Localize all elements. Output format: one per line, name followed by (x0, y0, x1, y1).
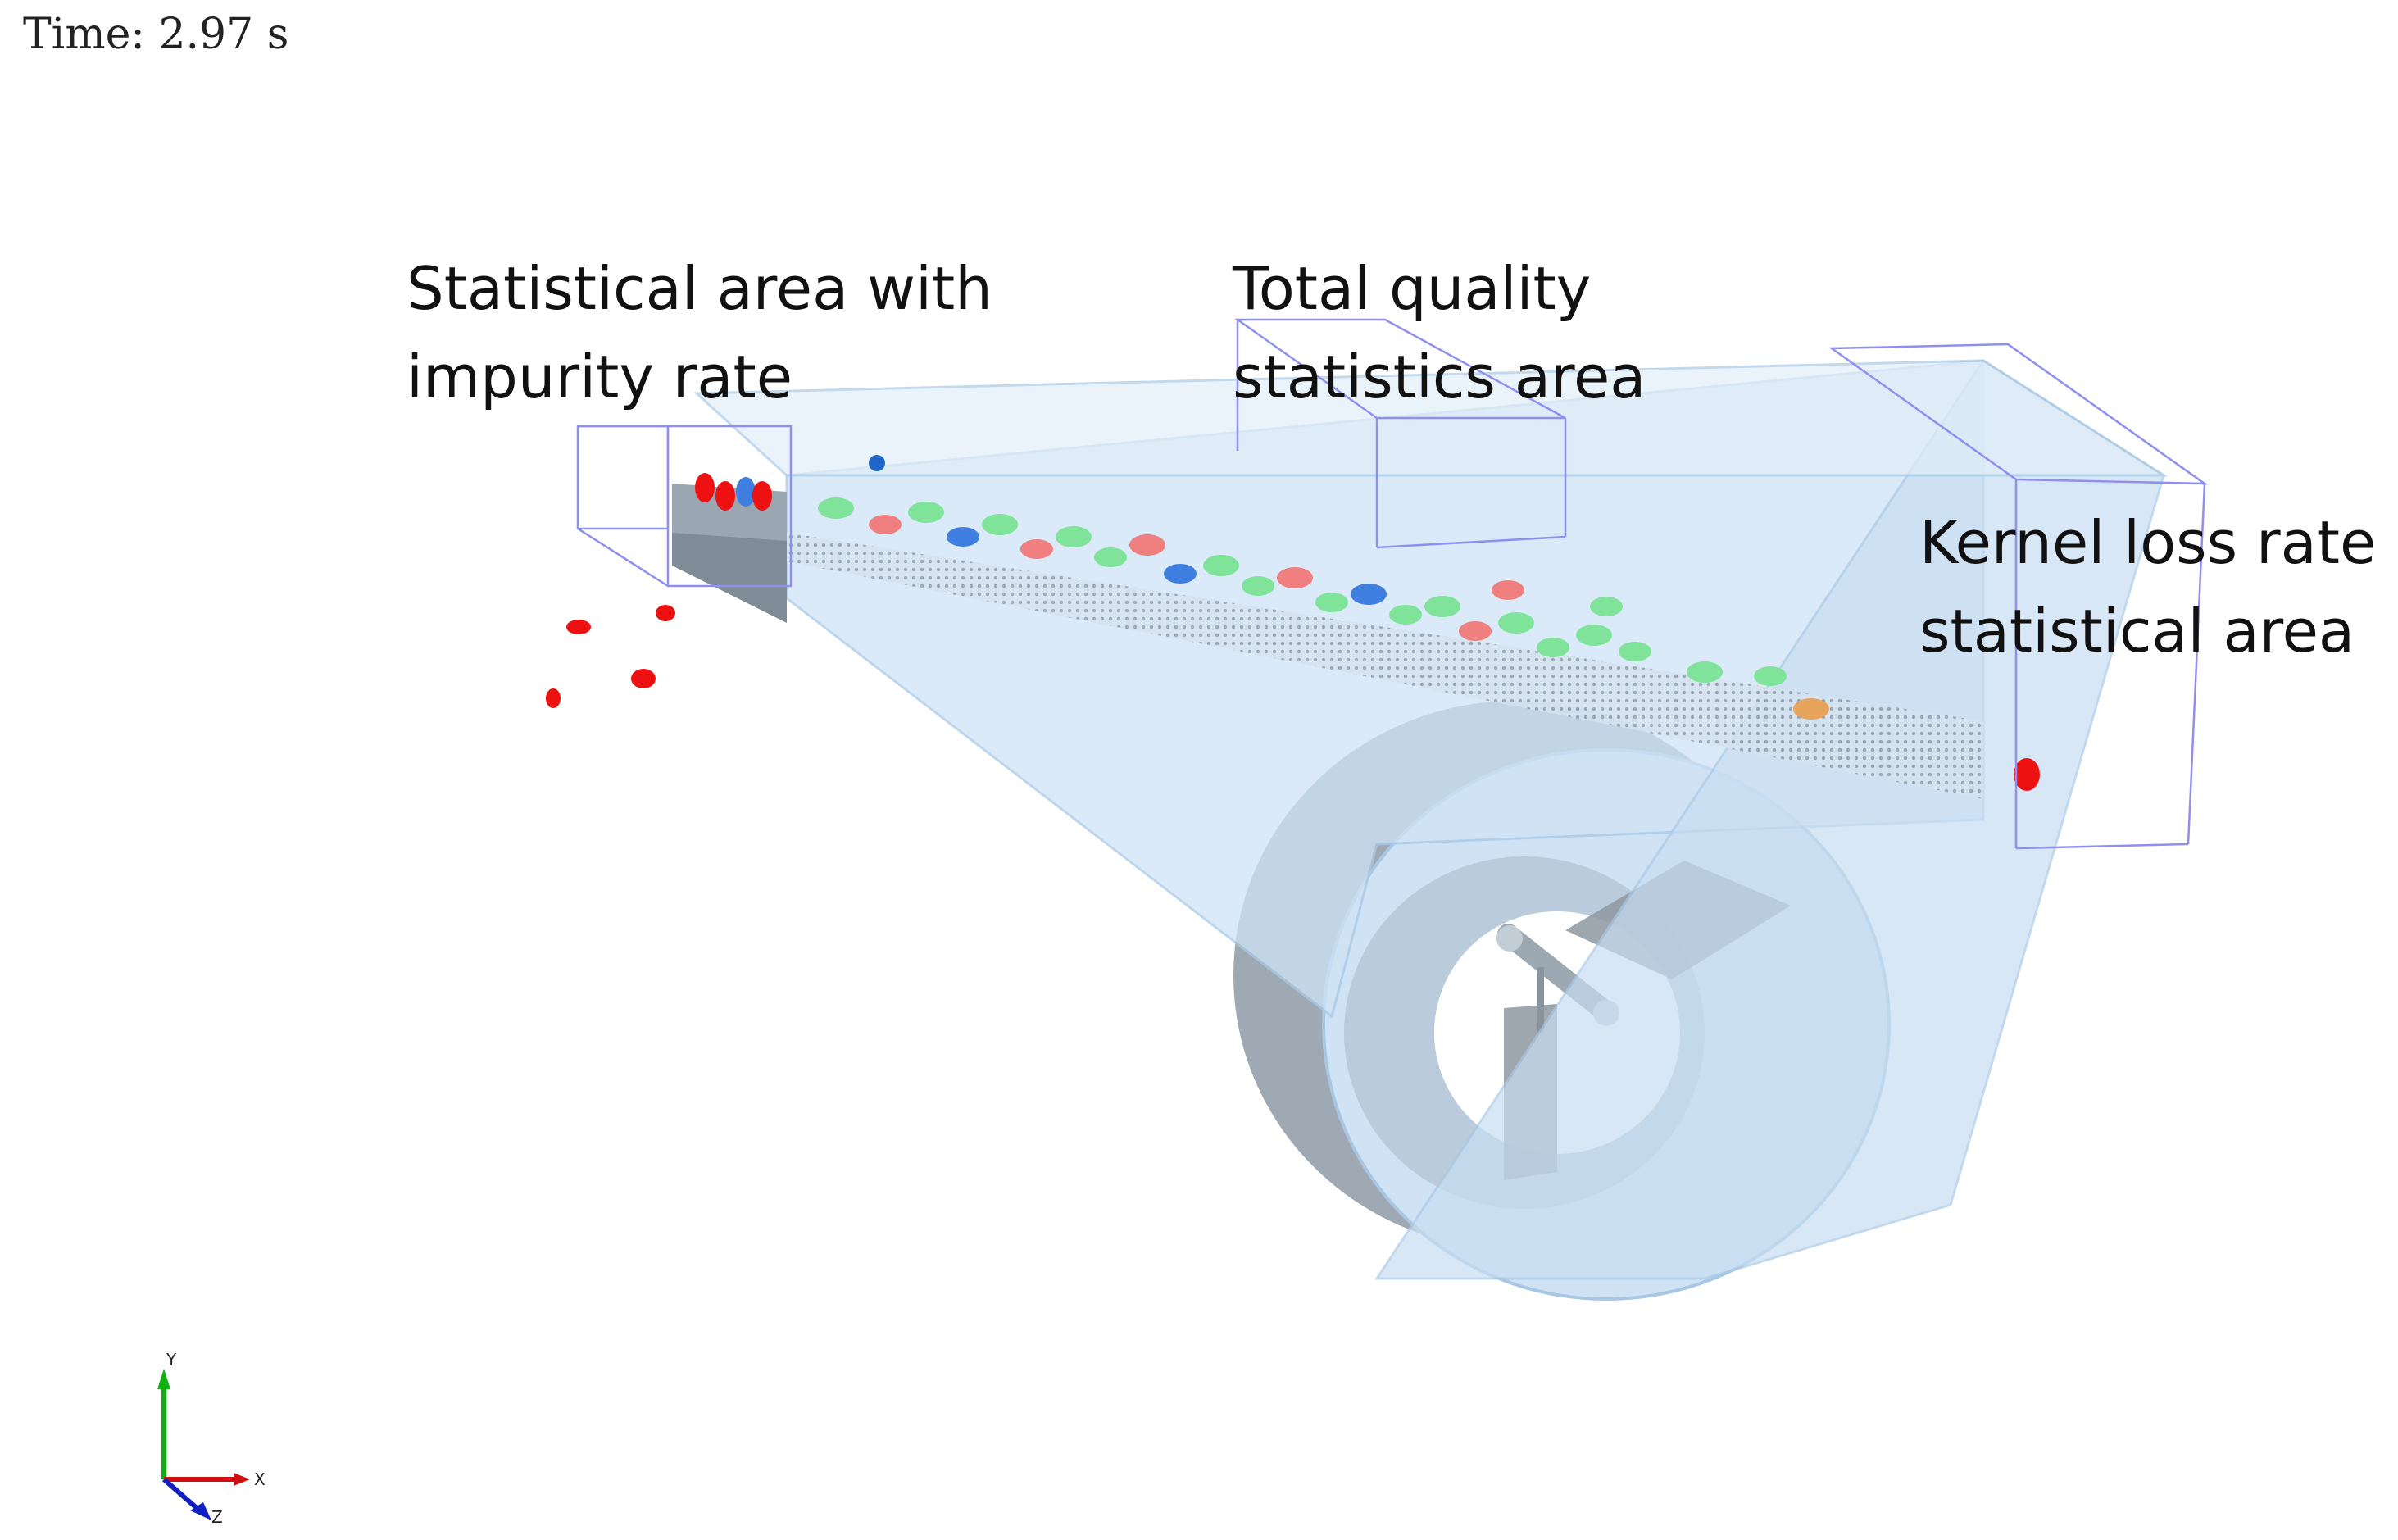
callout-total-line1: Total quality (1233, 254, 1592, 323)
stat-box-impurity (576, 425, 793, 588)
stat-box-total-quality (1234, 318, 1567, 549)
callout-total-quality-area: Total quality statistics area (1233, 244, 1646, 421)
callout-impurity-line2: impurity rate (406, 343, 793, 411)
y-axis-label: Y (166, 1350, 177, 1370)
z-axis-label: Z (211, 1507, 223, 1527)
callout-loss-line1: Kernel loss rate (1919, 508, 2377, 577)
sieve-mesh (787, 533, 1983, 799)
callout-loss-line2: statistical area (1919, 597, 2355, 666)
stat-box-kernel-loss (1828, 343, 2209, 850)
axes-triad: Y X Z (157, 1350, 266, 1527)
callout-impurity-line1: Statistical area with (406, 254, 992, 323)
callout-impurity-area: Statistical area with impurity rate (406, 244, 992, 421)
callout-total-line2: statistics area (1233, 343, 1646, 411)
x-axis-label: X (254, 1470, 266, 1489)
impurity-particles (546, 455, 2040, 791)
grain-particles (818, 497, 1829, 720)
callout-kernel-loss-area: Kernel loss rate statistical area (1919, 498, 2376, 675)
time-readout: Time: 2.97 s (23, 10, 289, 59)
